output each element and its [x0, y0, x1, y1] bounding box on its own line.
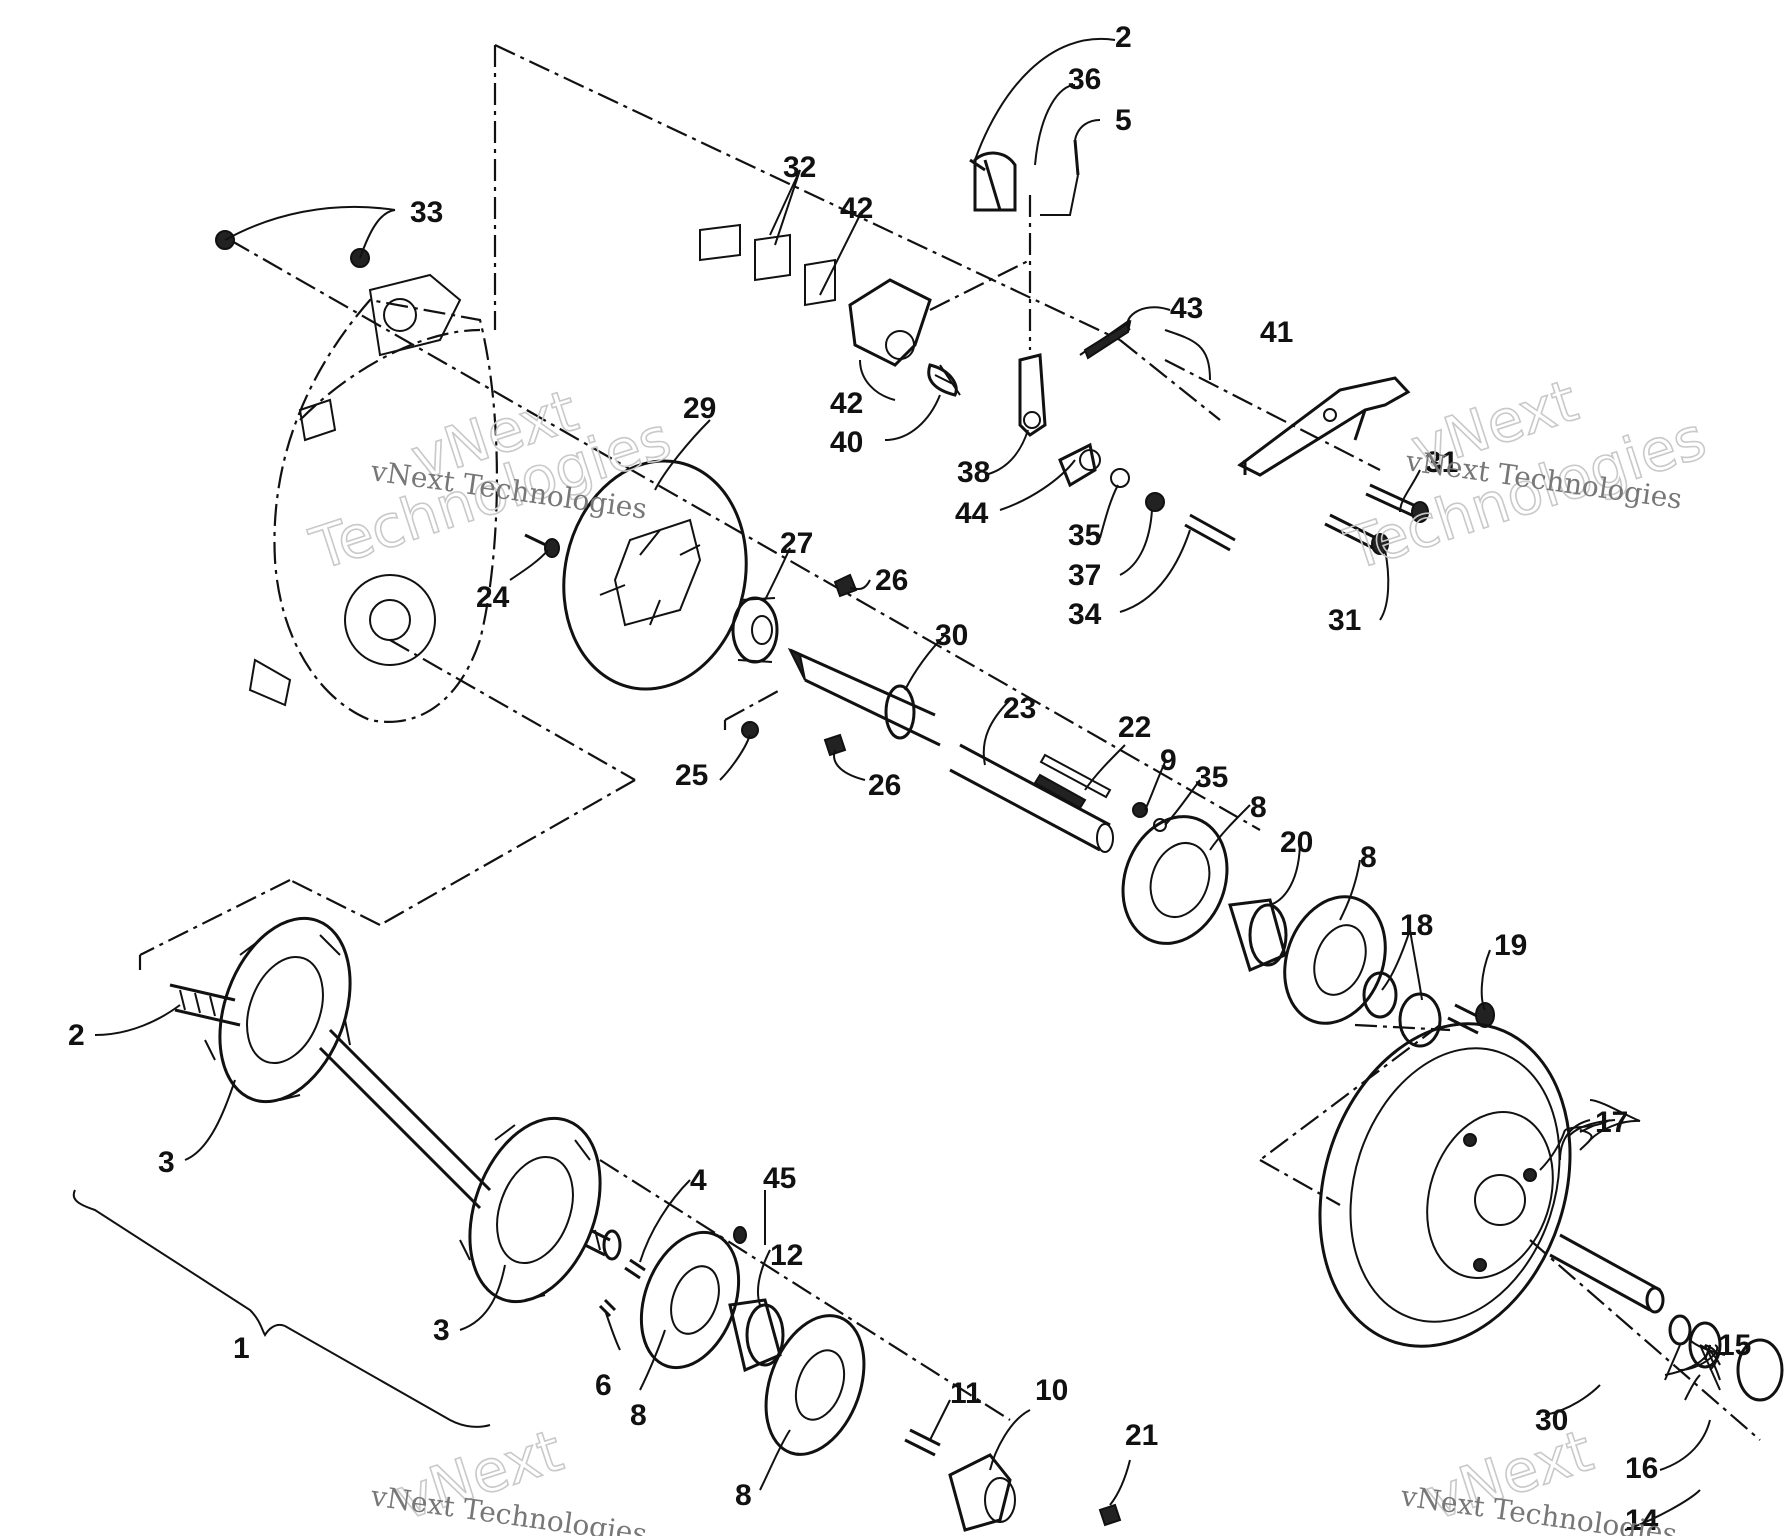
callout-6: 2	[1115, 21, 1132, 54]
callout-21: 21	[1125, 1419, 1158, 1452]
callout-labels: 2 36 5 32 42 33 43 41 42 40 29 38 44 35 …	[68, 21, 1751, 1536]
brake-disc	[562, 459, 748, 691]
callout-26b: 26	[868, 769, 901, 802]
pulley	[1318, 1022, 1784, 1402]
callout-34: 34	[1068, 598, 1102, 631]
leader-lines	[94, 37, 1726, 1531]
callout-32: 32	[783, 151, 816, 184]
jackshaft	[787, 647, 1114, 853]
callout-8c: 8	[630, 1399, 647, 1432]
callout-29: 30	[935, 619, 968, 652]
callout-8d: 8	[735, 1479, 752, 1512]
callout-37: 37	[1068, 559, 1101, 592]
callout-30: 30	[1535, 1404, 1568, 1437]
callout-25: 25	[675, 759, 708, 792]
callout-41: 41	[1260, 316, 1293, 349]
callout-22: 22	[1118, 711, 1151, 744]
chain-case-housing	[215, 230, 499, 723]
callout-20: 20	[1280, 826, 1313, 859]
callout-10: 10	[1035, 1374, 1068, 1407]
callout-17: 17	[1595, 1106, 1628, 1139]
callout-35: 35	[1068, 519, 1101, 552]
callout-44: 44	[955, 497, 989, 530]
callout-26: 26	[875, 564, 908, 597]
caliper-assembly	[699, 139, 1236, 552]
callout-7: 6	[595, 1369, 612, 1402]
callout-24: 24	[476, 581, 510, 614]
callout-2: 2	[68, 1019, 85, 1052]
callout-39: 40	[830, 426, 863, 459]
callout-36: 36	[1068, 63, 1101, 96]
center-lines	[138, 44, 1761, 1441]
callout-16: 16	[1625, 1452, 1658, 1485]
callout-40: 42	[840, 192, 873, 225]
bearing-stack-right	[1121, 815, 1495, 1048]
callout-33: 33	[410, 196, 443, 229]
callout-1: 1	[233, 1332, 250, 1365]
callout-43: 43	[1170, 292, 1203, 325]
callout-27: 27	[780, 527, 813, 560]
callout-12: 12	[770, 1239, 803, 1272]
bearing-stack-left	[598, 1226, 1122, 1532]
callout-5: 5	[1115, 104, 1132, 137]
callout-31b: 31	[1328, 604, 1361, 637]
callout-18: 18	[1400, 909, 1433, 942]
callout-8a: 8	[1250, 791, 1267, 824]
callout-4: 4	[690, 1164, 707, 1197]
callout-9: 9	[1160, 744, 1177, 777]
hub	[731, 596, 779, 664]
assembly-bracket-1	[72, 1189, 491, 1428]
callout-35b: 35	[1195, 761, 1228, 794]
callout-3a: 3	[158, 1146, 175, 1179]
callout-38: 38	[957, 456, 990, 489]
callout-3b: 3	[433, 1314, 450, 1347]
callout-14: 14	[1625, 1504, 1659, 1536]
mounting-bracket	[1237, 376, 1429, 555]
callout-31: 31	[1425, 446, 1458, 479]
callout-11: 11	[950, 1377, 982, 1410]
callout-19: 19	[1494, 929, 1527, 962]
callout-15: 15	[1718, 1329, 1751, 1362]
callout-45: 45	[763, 1162, 796, 1195]
callout-42: 42	[830, 387, 863, 420]
callout-23: 23	[1003, 692, 1036, 725]
fasteners	[524, 533, 1167, 832]
callout-8b: 8	[1360, 841, 1377, 874]
drive-axle	[169, 916, 622, 1304]
callout-28: 29	[683, 392, 716, 425]
